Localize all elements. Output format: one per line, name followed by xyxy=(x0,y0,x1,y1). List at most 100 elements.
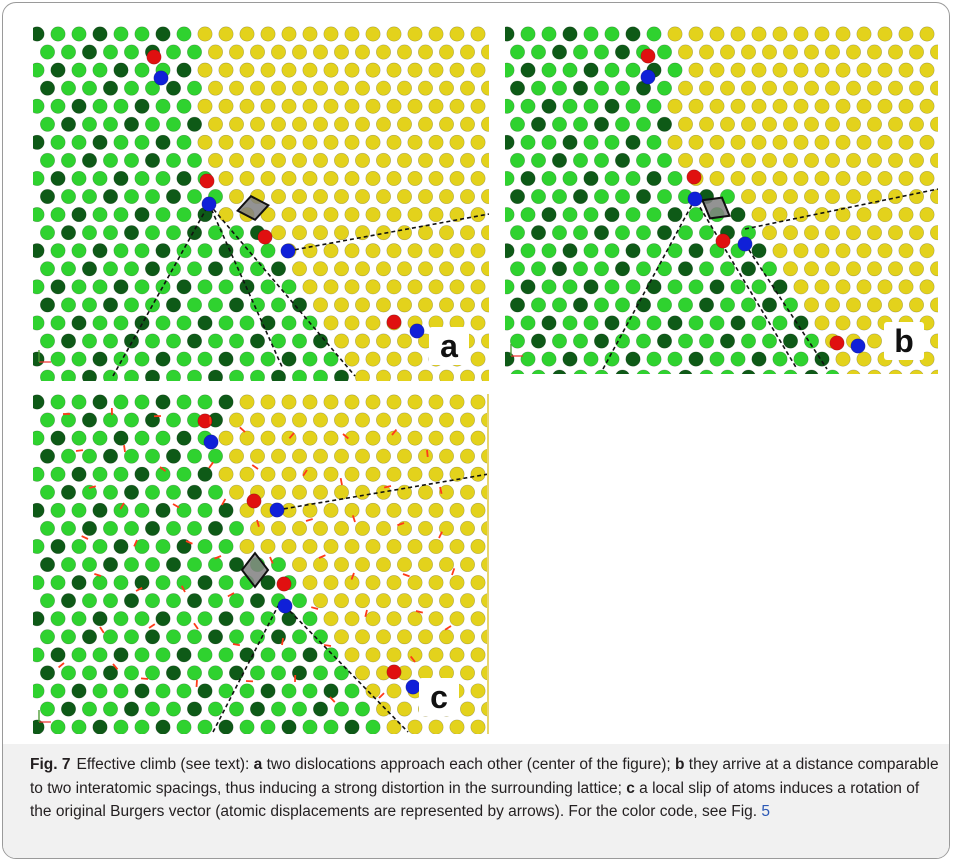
green-atom xyxy=(71,134,87,150)
yellow-atom xyxy=(930,369,938,374)
yellow-atom xyxy=(291,44,307,60)
yellow-atom xyxy=(428,243,444,259)
green-atom xyxy=(530,80,546,96)
green-atom xyxy=(260,683,276,699)
yellow-atom xyxy=(459,665,475,681)
green-atom xyxy=(583,134,599,150)
lattice-a xyxy=(33,26,489,381)
yellow-atom xyxy=(291,80,307,96)
green-atom xyxy=(71,611,87,627)
green-atom xyxy=(71,62,87,78)
yellow-atom xyxy=(459,80,475,96)
green-atom xyxy=(176,134,192,150)
yellow-atom xyxy=(386,466,402,482)
yellow-atom xyxy=(741,80,757,96)
green-atom xyxy=(103,412,119,428)
green-atom xyxy=(218,575,234,591)
yellow-atom xyxy=(376,369,391,381)
green-atom xyxy=(667,170,683,186)
green-atom xyxy=(250,369,265,381)
yellow-atom xyxy=(824,225,840,241)
yellow-atom xyxy=(919,62,935,78)
yellow-atom xyxy=(312,484,328,500)
green-atom xyxy=(510,369,525,374)
green-atom xyxy=(594,152,610,168)
green-atom xyxy=(562,134,578,150)
yellow-atom xyxy=(344,170,360,186)
green-atom xyxy=(604,243,620,259)
yellow-atom xyxy=(418,369,433,381)
green-atom xyxy=(208,665,224,681)
green-atom xyxy=(615,333,631,349)
green-atom xyxy=(625,62,641,78)
displacement-arrow xyxy=(232,643,241,647)
yellow-atom xyxy=(302,134,318,150)
yellow-atom xyxy=(814,170,830,186)
green-atom xyxy=(615,80,631,96)
yellow-atom xyxy=(396,629,412,645)
yellow-atom xyxy=(688,134,704,150)
green-atom xyxy=(562,351,578,367)
yellow-atom xyxy=(291,189,307,205)
yellow-atom xyxy=(751,207,767,223)
yellow-atom xyxy=(239,538,255,554)
green-atom xyxy=(33,98,45,114)
yellow-atom xyxy=(291,225,307,241)
yellow-atom xyxy=(417,225,433,241)
green-atom xyxy=(40,225,55,241)
green-atom xyxy=(145,701,161,717)
yellow-atom xyxy=(824,44,840,60)
green-atom xyxy=(60,297,76,313)
green-atom xyxy=(573,44,589,60)
green-atom xyxy=(50,538,66,554)
yellow-atom xyxy=(887,80,903,96)
green-atom xyxy=(50,683,66,699)
yellow-atom xyxy=(354,297,370,313)
green-atom xyxy=(33,62,45,78)
yellow-atom xyxy=(302,538,318,554)
yellow-atom xyxy=(919,279,935,295)
green-atom xyxy=(741,333,757,349)
green-atom xyxy=(530,189,546,205)
green-atom xyxy=(218,683,234,699)
yellow-atom xyxy=(667,26,683,42)
yellow-atom xyxy=(407,351,423,367)
red-atom xyxy=(197,413,213,429)
green-atom xyxy=(187,484,203,500)
yellow-atom xyxy=(481,44,489,60)
green-atom xyxy=(646,243,662,259)
yellow-atom xyxy=(333,520,349,536)
green-atom xyxy=(688,243,704,259)
green-atom xyxy=(688,207,704,223)
yellow-atom xyxy=(197,62,213,78)
yellow-atom xyxy=(481,557,487,572)
displacement-arrow xyxy=(221,498,227,506)
yellow-atom xyxy=(803,116,819,132)
yellow-atom xyxy=(302,394,318,410)
green-atom xyxy=(709,351,725,367)
green-atom xyxy=(573,189,589,205)
green-atom xyxy=(636,261,652,277)
yellow-atom xyxy=(333,44,349,60)
green-atom xyxy=(594,189,610,205)
green-atom xyxy=(573,116,589,132)
green-atom xyxy=(208,557,224,573)
green-atom xyxy=(103,116,119,132)
green-atom xyxy=(646,134,662,150)
yellow-atom xyxy=(323,538,339,554)
green-atom xyxy=(281,351,297,367)
green-atom xyxy=(541,279,557,295)
green-atom xyxy=(741,261,757,277)
figure-reference-link[interactable]: 5 xyxy=(761,803,771,820)
green-atom xyxy=(239,683,255,699)
displacement-arrow xyxy=(119,502,125,510)
green-atom xyxy=(103,629,119,645)
green-atom xyxy=(312,665,328,681)
yellow-atom xyxy=(386,394,402,410)
yellow-atom xyxy=(323,170,339,186)
green-atom xyxy=(583,207,599,223)
green-atom xyxy=(772,279,788,295)
yellow-atom xyxy=(333,448,349,464)
yellow-atom xyxy=(260,62,276,78)
yellow-atom xyxy=(751,170,767,186)
